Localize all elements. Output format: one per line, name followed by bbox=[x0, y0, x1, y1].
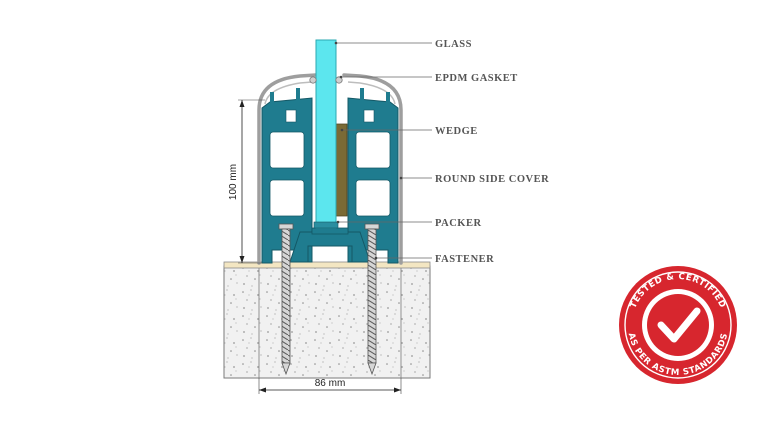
wedge-label: WEDGE bbox=[435, 126, 478, 137]
base-strip bbox=[223, 261, 431, 269]
right-fastener bbox=[364, 223, 380, 376]
leader-lines bbox=[336, 42, 432, 259]
width-dimension: 86 mm bbox=[258, 378, 402, 394]
height-dimension: 100 mm bbox=[228, 99, 265, 264]
round-side-cover-label: ROUND SIDE COVER bbox=[435, 174, 549, 185]
checkmark-icon bbox=[657, 307, 701, 343]
round-side-cover bbox=[257, 73, 403, 265]
packer-label: PACKER bbox=[435, 218, 482, 229]
fastener-label: FASTENER bbox=[435, 254, 494, 265]
height-dimension-label: 100 mm bbox=[228, 164, 239, 200]
glass-label: GLASS bbox=[435, 39, 472, 50]
epdm-gasket-label: EPDM GASKET bbox=[435, 73, 518, 84]
leader-dots bbox=[334, 41, 403, 260]
epdm-gasket bbox=[309, 76, 343, 84]
certification-badge: TESTED & CERTIFIED AS PER ASTM STANDARDS bbox=[619, 266, 737, 384]
left-fastener bbox=[278, 223, 294, 376]
packer bbox=[313, 221, 339, 229]
glass-panel bbox=[315, 39, 337, 229]
concrete-slab bbox=[223, 265, 431, 379]
wedge bbox=[335, 123, 348, 217]
width-dimension-label: 86 mm bbox=[315, 378, 346, 389]
